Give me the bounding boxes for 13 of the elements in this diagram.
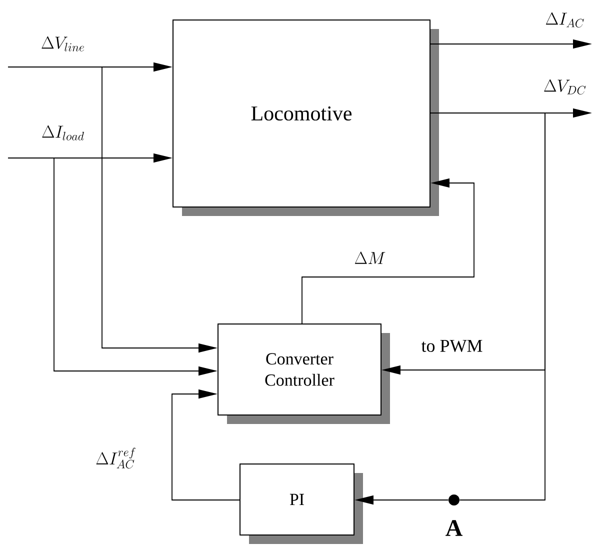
- edge-label: $\Delta I_{load}$: [40, 124, 86, 142]
- block-box: Converter Controller: [218, 324, 390, 424]
- edge-label: $\Delta I_{AC}$: [544, 12, 586, 28]
- edge-label: to PWM: [420, 338, 484, 354]
- block-box: PI: [240, 464, 363, 544]
- block-box: Locomotive: [172, 20, 439, 216]
- edge-label: $\Delta V_{DC}$: [542, 78, 588, 96]
- point-label: A: [446, 520, 462, 536]
- junction-dot: [448, 494, 460, 506]
- edge-label: $\Delta I_{AC}^{ref}$: [94, 446, 138, 470]
- arrow: [172, 389, 240, 500]
- edge-label: $\Delta M$: [353, 251, 387, 265]
- edge-label: $\Delta V_{line}$: [40, 36, 86, 52]
